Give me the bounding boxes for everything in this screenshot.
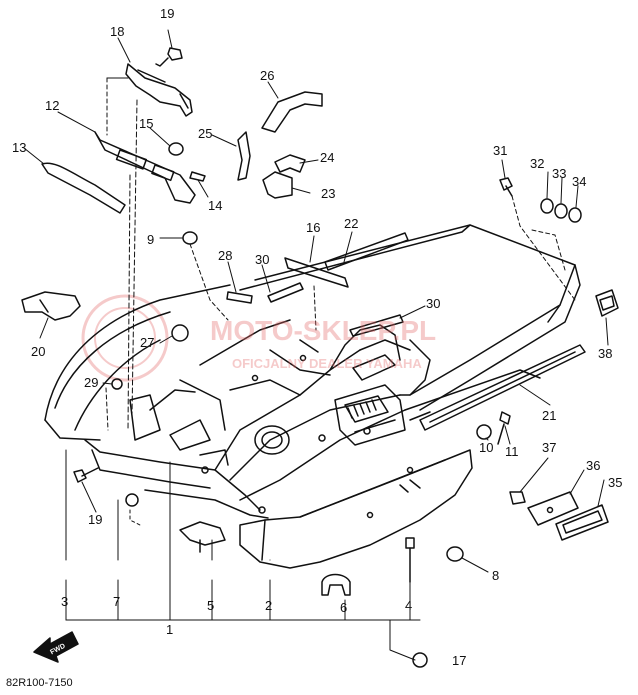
callout-5: 5 [207, 598, 214, 613]
leader-lines [23, 29, 609, 661]
callout-4: 4 [405, 598, 412, 613]
clamp-part-6 [321, 573, 351, 596]
plate-part-28 [226, 291, 253, 304]
callout-2: 2 [265, 598, 272, 613]
collar-part-10 [476, 424, 492, 440]
bracket-part-5 [179, 521, 226, 553]
grommet-part-27 [171, 324, 189, 342]
clip-part-14 [189, 171, 206, 182]
damper-part-7 [125, 493, 139, 507]
reflector-part-35 [555, 504, 609, 541]
callout-16: 16 [306, 220, 320, 235]
callout-6: 6 [340, 600, 347, 615]
bracket-part-36 [527, 491, 579, 526]
bolt-part-31 [499, 177, 513, 197]
nut-part-15 [168, 142, 184, 156]
watermark [81, 294, 169, 382]
callout-25: 25 [198, 126, 212, 141]
frame-body [44, 224, 581, 519]
reflector-part-38 [595, 289, 619, 317]
callout-33: 33 [552, 166, 566, 181]
bracket-part-23 [262, 171, 293, 199]
strip-part-13 [41, 162, 126, 214]
callout-24: 24 [320, 150, 334, 165]
strip-part-30a [267, 282, 304, 303]
stay-part-25 [237, 131, 251, 181]
callout-1: 1 [166, 622, 173, 637]
grommet-part-8 [446, 546, 464, 562]
plate-part-12 [94, 131, 196, 204]
fwd-arrow [33, 631, 79, 663]
strip-part-30b [349, 314, 404, 337]
bolt-part-19-top [155, 47, 183, 67]
diagram-code: 82R100-7150 [6, 677, 73, 689]
callout-21: 21 [542, 408, 556, 423]
callout-17: 17 [452, 653, 466, 668]
nut-part-37 [509, 491, 526, 505]
callout-28: 28 [218, 248, 232, 263]
callout-23: 23 [321, 186, 335, 201]
washer-part-34 [568, 207, 582, 223]
cover-part-20 [21, 291, 81, 321]
bolt-part-11 [497, 411, 511, 445]
callout-12: 12 [45, 98, 59, 113]
nut-part-9 [182, 231, 198, 245]
callout-38: 38 [598, 346, 612, 361]
bracket-part-18 [125, 63, 193, 117]
callout-19-lower: 19 [88, 512, 102, 527]
callout-11: 11 [505, 444, 519, 459]
grommet-part-17 [412, 652, 428, 668]
strip-part-22 [324, 232, 409, 271]
callout-34: 34 [572, 174, 586, 189]
callout-27: 27 [140, 335, 154, 350]
callout-20: 20 [31, 344, 45, 359]
washer-part-32 [540, 198, 554, 214]
pin-part-4 [405, 537, 415, 583]
callout-30: 30 [255, 252, 269, 267]
bolt-part-19-lower [73, 467, 99, 483]
callout-22: 22 [344, 216, 358, 231]
callout-35: 35 [608, 475, 622, 490]
callout-31: 31 [493, 143, 507, 158]
callout-9: 9 [147, 232, 154, 247]
washer-part-33 [554, 203, 568, 219]
callout-13: 13 [12, 140, 26, 155]
callout-30-right: 30 [426, 296, 440, 311]
callout-10: 10 [479, 440, 493, 455]
bar-part-16 [284, 257, 349, 288]
bracket-part-24 [274, 154, 306, 173]
under-cover-part-2 [239, 449, 473, 569]
callout-19: 19 [160, 6, 174, 21]
callout-32: 32 [530, 156, 544, 171]
callout-14: 14 [208, 198, 222, 213]
watermark-main: MOTO-SKLEP.PL [210, 315, 436, 346]
callout-7: 7 [113, 594, 120, 609]
strip-part-21 [419, 344, 586, 431]
watermark-sub: OFICJALNY DEALER YAMAHA [232, 356, 422, 371]
callout-37: 37 [542, 440, 556, 455]
callout-36: 36 [586, 458, 600, 473]
handle-part-26 [261, 91, 323, 133]
callout-18: 18 [110, 24, 124, 39]
callout-8: 8 [492, 568, 499, 583]
callout-15: 15 [139, 116, 153, 131]
callout-29: 29 [84, 375, 98, 390]
callout-26: 26 [260, 68, 274, 83]
callout-3: 3 [61, 594, 68, 609]
